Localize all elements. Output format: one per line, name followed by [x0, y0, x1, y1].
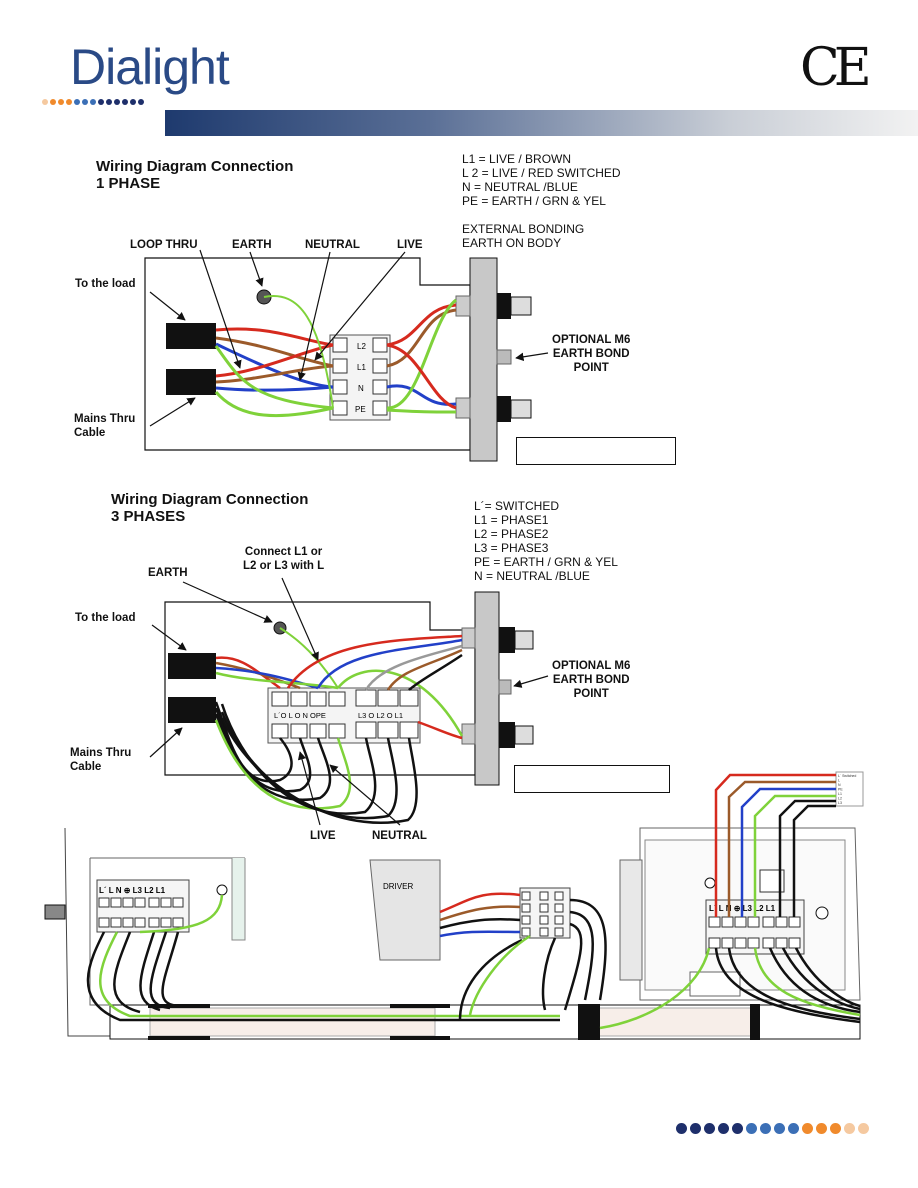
legend-item: L1 = PHASE1 [474, 513, 549, 527]
footer-dot [788, 1123, 799, 1134]
diagram2-title: Wiring Diagram Connection 3 PHASES [111, 491, 309, 525]
svg-text:L´ L N ⊕ L3 L2 L1: L´ L N ⊕ L3 L2 L1 [99, 886, 166, 895]
diagram2-drawing: L´O L O N OPE L3 O L2 O L1 [149, 577, 549, 826]
earth-label-2: EARTH [148, 567, 188, 579]
svg-text:PE: PE [838, 788, 843, 792]
footer-dot [802, 1123, 813, 1134]
legend-item: L2 = PHASE2 [474, 527, 549, 541]
optional-earth-label-2: OPTIONAL M6 EARTH BOND POINT [552, 660, 631, 700]
to-load-label: To the load [75, 278, 136, 290]
diagram1-legend: L1 = LIVE / BROWN L 2 = LIVE / RED SWITC… [462, 152, 621, 208]
neutral-label-2: NEUTRAL [372, 830, 427, 842]
footer-dot [858, 1123, 869, 1134]
diagram2-legend: L´= SWITCHED L1 = PHASE1 L2 = PHASE2 L3 … [474, 499, 618, 583]
legend-item: PE = EARTH / GRN & YEL [462, 194, 606, 208]
svg-text:L´O L O N OPE: L´O L O N OPE [274, 711, 326, 720]
legend-item: L3 = PHASE3 [474, 541, 549, 555]
logo-dots [42, 92, 146, 110]
live-label: LIVE [397, 239, 423, 251]
neutral-label: NEUTRAL [305, 239, 360, 251]
mains-label-2: Mains Thru Cable [70, 747, 132, 773]
loop-thru-label: LOOP THRU [130, 239, 198, 251]
to-load-label-2: To the load [75, 612, 136, 624]
diagram1-drawing: L2 L1 N PE [144, 249, 549, 462]
bonding-note: EXTERNAL BONDING EARTH ON BODY [462, 222, 585, 250]
header-gradient-bar [165, 110, 918, 136]
svg-text:DRIVER: DRIVER [383, 882, 413, 891]
legend-item: N = NEUTRAL /BLUE [474, 569, 590, 583]
connect-label: Connect L1 or L2 or L3 with L [243, 546, 325, 572]
legend-item: PE = EARTH / GRN & YEL [474, 555, 618, 569]
svg-text:L3: L3 [838, 801, 842, 805]
footer-dot [732, 1123, 743, 1134]
footer-dot [746, 1123, 757, 1134]
ce-mark: CE [800, 38, 872, 98]
svg-text:N: N [358, 384, 364, 393]
optional-earth-label: OPTIONAL M6 EARTH BOND POINT [552, 334, 631, 374]
footer-dot [844, 1123, 855, 1134]
svg-text:L1: L1 [357, 363, 366, 372]
blank-box [516, 437, 676, 465]
legend-item: L1 = LIVE / BROWN [462, 152, 572, 166]
footer-dot [760, 1123, 771, 1134]
footer-dot [830, 1123, 841, 1134]
svg-text:L2: L2 [357, 342, 366, 351]
mains-label: Mains Thru Cable [74, 413, 136, 439]
svg-text:PE: PE [355, 405, 366, 414]
earth-label: EARTH [232, 239, 272, 251]
svg-text:L: L [838, 779, 840, 783]
svg-text:N: N [838, 783, 841, 787]
live-label-2: LIVE [310, 830, 336, 842]
footer-dot [774, 1123, 785, 1134]
footer-dot [718, 1123, 729, 1134]
legend-item: N = NEUTRAL /BLUE [462, 180, 578, 194]
legend-item: L´= SWITCHED [474, 499, 560, 513]
footer-dot [690, 1123, 701, 1134]
diagram1-title: Wiring Diagram Connection 1 PHASE [96, 158, 294, 192]
footer-dot [816, 1123, 827, 1134]
svg-text:L´ Switched: L´ Switched [838, 774, 856, 778]
svg-text:L1: L1 [838, 792, 842, 796]
blank-box-2 [514, 765, 670, 793]
footer-dot [676, 1123, 687, 1134]
legend-item: L 2 = LIVE / RED SWITCHED [462, 166, 621, 180]
brand-logo: Dialight [70, 39, 230, 95]
footer-dot [704, 1123, 715, 1134]
footer-dots [676, 1121, 872, 1139]
svg-text:L3 O L2 O L1: L3 O L2 O L1 [358, 711, 403, 720]
diagram3-drawing: L´ L N ⊕ L3 L2 L1 DRIVER L´ L N ⊕ L3 L2 … [44, 771, 864, 1040]
svg-text:L2: L2 [838, 797, 842, 801]
